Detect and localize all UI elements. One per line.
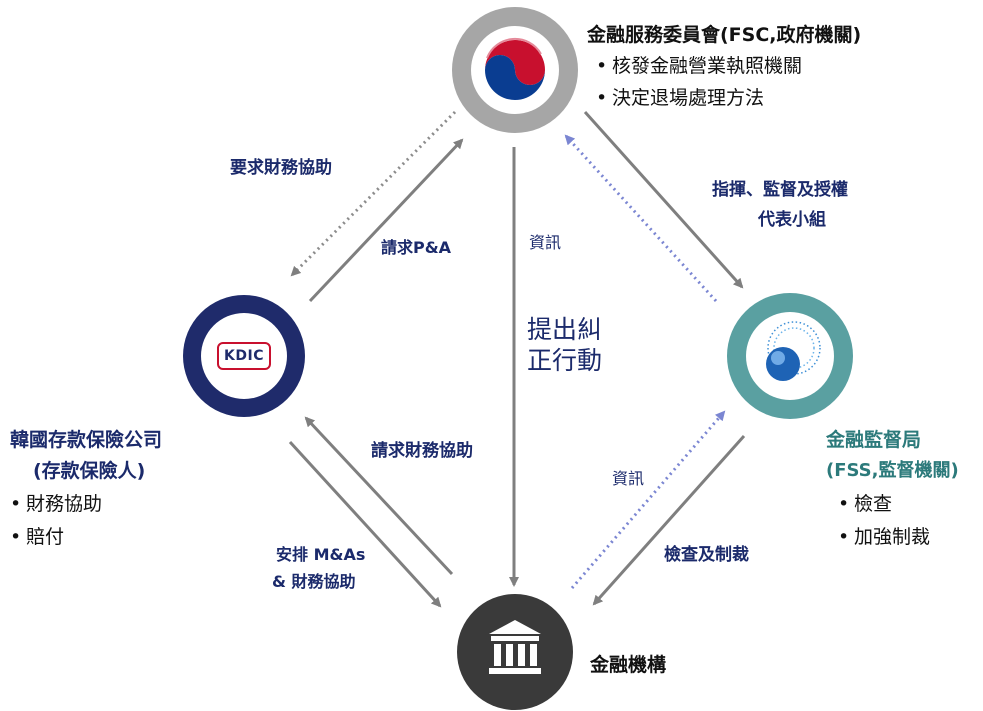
arrow-fsc-to-kdic-dotted	[290, 110, 457, 277]
edge-label-request-financial-aid-top: 要求財務協助	[230, 158, 332, 178]
fss-bullet-1: 檢查	[838, 489, 892, 516]
kdic-bullet-2: 賠付	[10, 522, 64, 549]
edge-label-arrange-line1: 安排 M&As	[276, 545, 366, 564]
fss-globe-icon	[766, 321, 821, 381]
fsc-title: 金融服務委員會(FSC,政府機關)	[587, 24, 862, 46]
arrow-fss-to-bank	[592, 435, 746, 606]
kdic-title-line2: (存款保險人)	[33, 460, 146, 482]
arrow-fss-to-fsc-dotted	[564, 134, 718, 303]
edge-label-info-right: 資訊	[612, 469, 645, 488]
fsc-taegeuk-icon	[485, 37, 545, 100]
edge-label-command-line2: 代表小組	[758, 210, 826, 230]
kdic-title-line1: 韓國存款保險公司	[10, 429, 163, 451]
edge-label-info-center: 資訊	[529, 233, 562, 252]
fss-bullet-2: 加強制裁	[838, 522, 930, 549]
edge-label-request-financial-aid-mid: 請求財務協助	[371, 441, 473, 461]
fss-node	[727, 293, 853, 419]
edge-label-corrective-line1: 提出糾	[527, 315, 603, 344]
arrow-kdic-to-fsc	[308, 138, 464, 303]
fsc-node	[452, 7, 578, 133]
kdic-logo-frame	[217, 342, 271, 370]
arrow-kdic-to-bank	[288, 440, 442, 608]
kdic-bullet-1: 財務協助	[10, 489, 102, 516]
bank-node	[457, 594, 573, 710]
bank-building-icon	[489, 620, 541, 674]
edge-label-corrective-line2: 正行動	[527, 346, 603, 375]
edge-label-request-pa: 請求P&A	[381, 238, 452, 257]
edge-label-inspect-sanction: 檢查及制裁	[664, 545, 749, 565]
arrow-bank-to-fss-dotted	[570, 410, 726, 589]
arrow-bank-to-kdic	[304, 416, 454, 576]
edge-label-arrange-line2: & 財務協助	[272, 572, 356, 591]
fss-title-line1: 金融監督局	[826, 429, 922, 451]
kdic-node	[183, 295, 305, 417]
fss-title-line2: (FSS,監督機關)	[826, 460, 959, 481]
fsc-bullet-2: 決定退場處理方法	[596, 83, 764, 110]
kdic-logo-text: KDIC	[224, 348, 264, 364]
fsc-bullet-1: 核發金融營業執照機關	[596, 51, 802, 78]
bank-title: 金融機構	[590, 654, 667, 676]
edge-label-command-line1: 指揮、監督及授權	[712, 180, 848, 200]
arrow-fsc-to-fss	[583, 110, 744, 289]
